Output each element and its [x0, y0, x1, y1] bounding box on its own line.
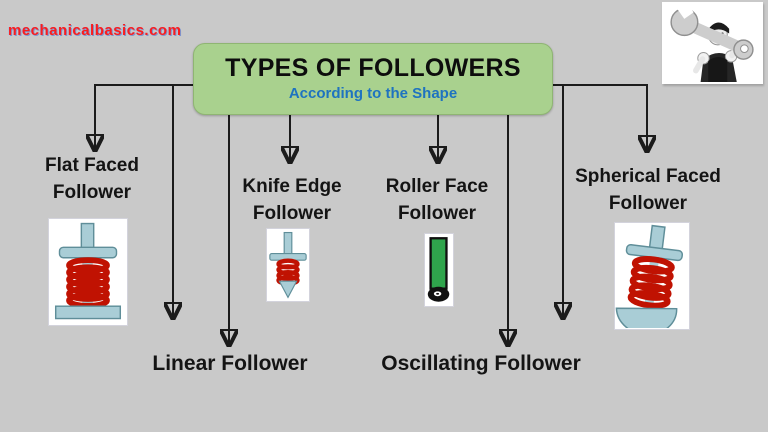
- arrow-to-flat-faced: [95, 84, 193, 148]
- label-knife-line2: Follower: [252, 203, 332, 224]
- label-spherical-faced-follower: Spherical Faced Follower: [575, 163, 721, 217]
- page-title: TYPES OF FOLLOWERS: [225, 54, 521, 82]
- label-knife-line1: Knife Edge: [242, 176, 342, 197]
- flat-faced-follower-figure: [48, 218, 128, 326]
- spherical-faced-follower-figure: [614, 222, 690, 330]
- label-spherical-line2: Follower: [608, 193, 688, 214]
- label-spherical-line1: Spherical Faced: [575, 166, 721, 187]
- knife-edge-follower-icon: [269, 231, 307, 299]
- label-flat-line2: Follower: [52, 182, 132, 203]
- label-roller-line1: Roller Face: [385, 176, 489, 197]
- logo-box: [662, 2, 763, 84]
- knife-edge-follower-figure: [266, 228, 310, 302]
- label-flat-faced-follower: Flat Faced Follower: [45, 152, 139, 206]
- spherical-faced-follower-icon: [615, 224, 684, 328]
- label-flat-line1: Flat Faced: [45, 155, 139, 176]
- label-knife-edge-follower: Knife Edge Follower: [242, 173, 341, 227]
- watermark-text: mechanicalbasics.com: [8, 22, 182, 39]
- mechanic-with-wrench-icon: [670, 4, 754, 82]
- flat-faced-follower-icon: [54, 222, 122, 320]
- label-roller-line2: Follower: [397, 203, 477, 224]
- title-box: TYPES OF FOLLOWERS According to the Shap…: [193, 43, 553, 115]
- roller-face-follower-icon: [427, 237, 450, 302]
- page-subtitle: According to the Shape: [288, 85, 458, 102]
- label-roller-face-follower: Roller Face Follower: [386, 173, 488, 227]
- label-oscillating-follower: Oscillating Follower: [381, 352, 581, 375]
- arrow-to-spherical: [551, 84, 647, 149]
- roller-face-follower-figure: [424, 233, 454, 307]
- label-linear-follower: Linear Follower: [152, 352, 308, 375]
